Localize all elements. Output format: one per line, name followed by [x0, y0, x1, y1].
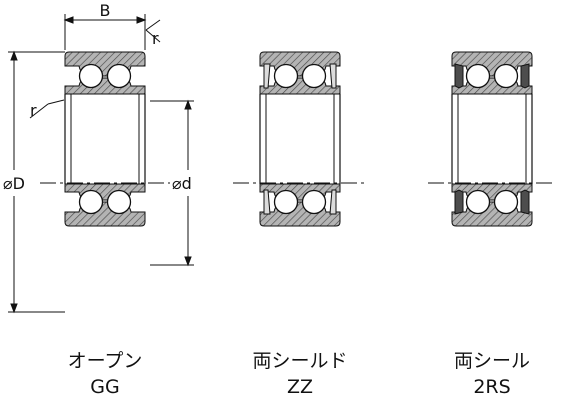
radius-top-label: r: [152, 29, 159, 48]
bore-diameter-dimension: [150, 99, 194, 267]
radius-side-leader: [29, 99, 65, 119]
width-dimension: [63, 14, 147, 50]
caption-open-name: オープン: [67, 350, 143, 372]
bore-diameter-label: ⌀d: [172, 174, 192, 193]
radius-side-label: r: [30, 101, 37, 120]
bearing-open: [64, 51, 146, 227]
caption-shield-name: 両シールド: [252, 350, 348, 372]
bearing-shield: [259, 51, 341, 227]
radius-top-leader: [145, 19, 161, 43]
outer-diameter-label: ⌀D: [3, 174, 25, 193]
caption-seal-name: 両シール: [453, 350, 530, 372]
caption-shield: 両シールド ZZ: [230, 348, 370, 400]
outer-diameter-dimension: [8, 50, 65, 314]
caption-open: オープン GG: [35, 348, 175, 400]
caption-seal: 両シール 2RS: [422, 348, 561, 400]
width-label: B: [100, 1, 111, 20]
caption-seal-code: 2RS: [473, 376, 511, 398]
caption-open-code: GG: [90, 376, 120, 398]
bearing-seal: [451, 51, 533, 227]
caption-shield-code: ZZ: [286, 376, 314, 398]
